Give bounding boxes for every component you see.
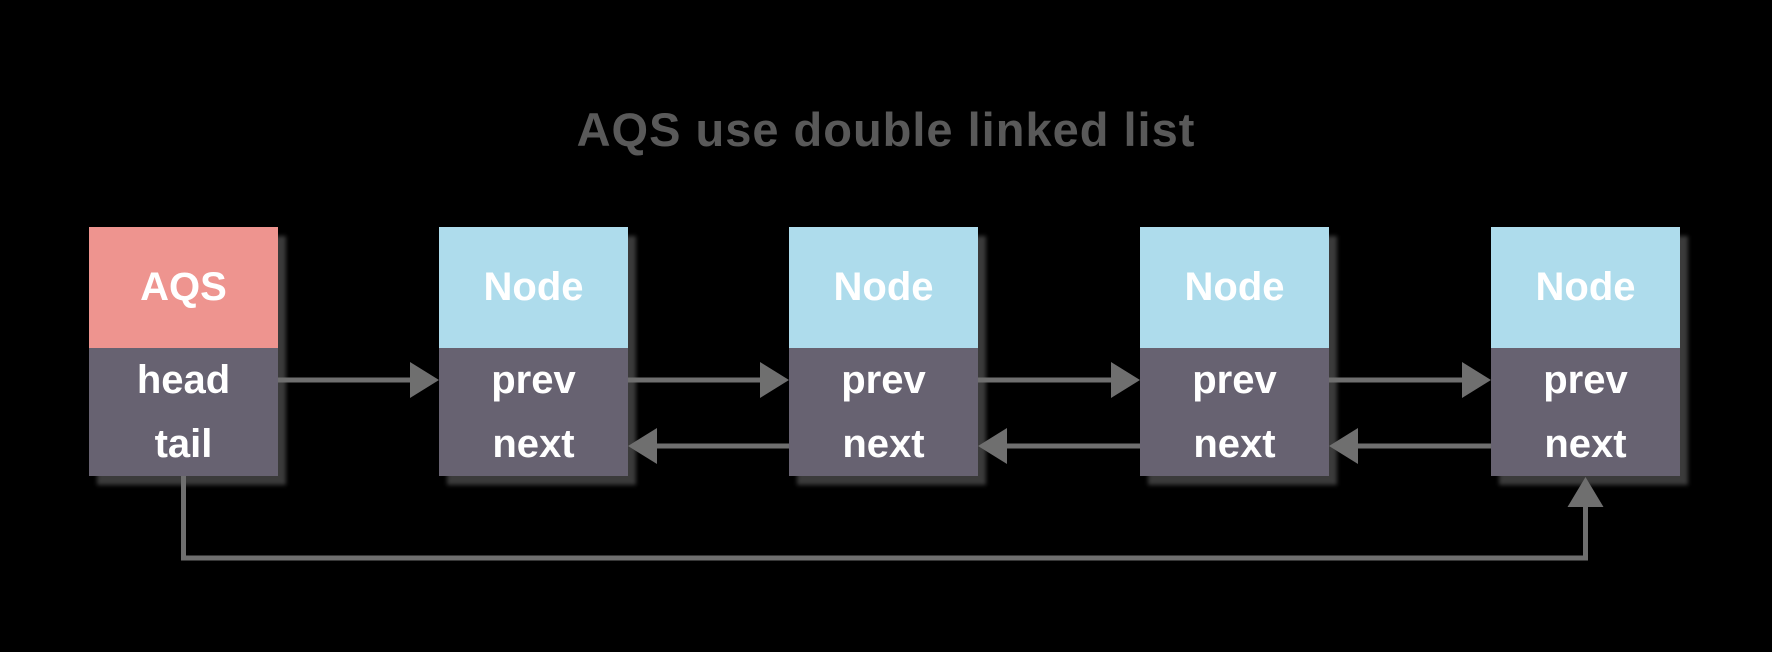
node-1-row-next: next (439, 412, 628, 476)
aqs-row-head: head (89, 348, 278, 412)
node-box-2-header: Node (789, 227, 978, 348)
node-3-row-next: next (1140, 412, 1329, 476)
node-box-3: Node prev next (1140, 227, 1329, 476)
diagram-title: AQS use double linked list (576, 103, 1196, 156)
arrow-node4-to-node3-backward (1329, 428, 1491, 464)
node-4-row-next: next (1491, 412, 1680, 476)
node-3-row-prev: prev (1140, 348, 1329, 412)
node-1-row-prev: prev (439, 348, 628, 412)
node-box-1-header: Node (439, 227, 628, 348)
node-box-1: Node prev next (439, 227, 628, 476)
node-2-row-next: next (789, 412, 978, 476)
node-box-4-header: Node (1491, 227, 1680, 348)
aqs-box: AQS head tail (89, 227, 278, 476)
node-box-4: Node prev next (1491, 227, 1680, 476)
arrow-tail-to-last-node (181, 476, 1604, 561)
node-4-row-prev: prev (1491, 348, 1680, 412)
arrow-node2-to-node1-backward (628, 428, 789, 464)
arrow-node3-to-node2-backward (978, 428, 1140, 464)
aqs-box-header: AQS (89, 227, 278, 348)
node-box-3-header: Node (1140, 227, 1329, 348)
node-box-2: Node prev next (789, 227, 978, 476)
arrow-node2-to-node3-forward (978, 362, 1140, 398)
arrow-node1-to-node2-forward (628, 362, 789, 398)
aqs-row-tail: tail (89, 412, 278, 476)
node-2-row-prev: prev (789, 348, 978, 412)
arrow-node3-to-node4-forward (1329, 362, 1491, 398)
arrow-head-to-node1 (278, 362, 439, 398)
